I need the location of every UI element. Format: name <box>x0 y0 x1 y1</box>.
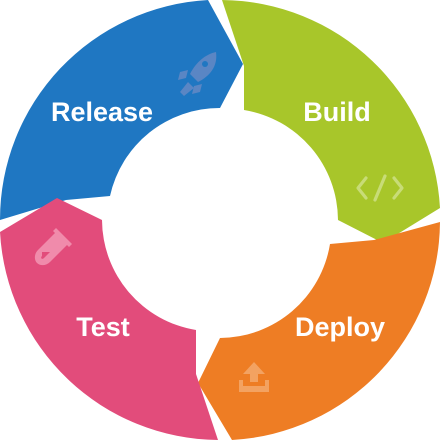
label-release: Release <box>51 97 153 127</box>
code-icon <box>356 174 404 202</box>
segment-test[interactable] <box>0 198 218 440</box>
upload-tray-icon <box>239 362 269 392</box>
segment-build[interactable] <box>222 0 440 243</box>
test-tube-icon <box>34 228 72 266</box>
rocket-icon <box>178 52 217 96</box>
segment-deploy[interactable] <box>198 222 440 440</box>
segment-release[interactable] <box>0 0 243 220</box>
label-build: Build <box>303 97 371 127</box>
label-deploy: Deploy <box>295 312 385 342</box>
label-test: Test <box>76 312 130 342</box>
